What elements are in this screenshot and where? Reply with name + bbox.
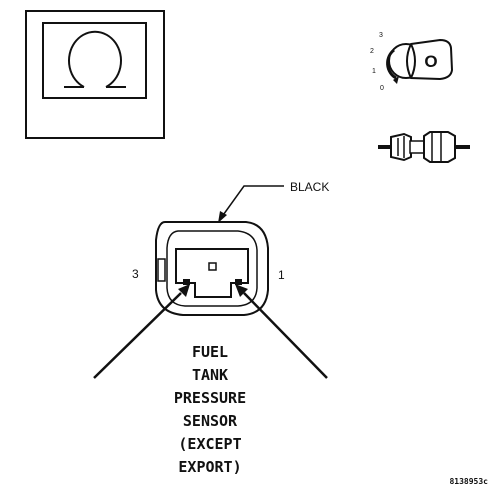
connector-face: 3 1 bbox=[132, 221, 285, 316]
title-line-5: (EXCEPT bbox=[178, 435, 241, 453]
pin-number-right: 1 bbox=[278, 268, 285, 282]
component-title: FUEL TANK PRESSURE SENSOR (EXCEPT EXPORT… bbox=[174, 343, 246, 476]
title-line-4: SENSOR bbox=[183, 412, 238, 430]
omega-symbol-icon bbox=[64, 30, 126, 88]
left-pointer-arrowhead bbox=[178, 284, 190, 297]
ignition-position-0: 0 bbox=[380, 85, 384, 92]
connector-pin-1-terminal bbox=[235, 279, 242, 285]
color-leader-line bbox=[220, 185, 284, 219]
color-leader-arrowhead bbox=[218, 211, 227, 223]
right-pointer-arrowhead bbox=[235, 284, 248, 297]
connector-mating-icon bbox=[378, 131, 470, 163]
pin-number-left: 3 bbox=[132, 267, 139, 281]
ignition-position-3: 3 bbox=[379, 32, 383, 39]
connector-pin-3-terminal bbox=[183, 279, 190, 285]
ignition-position-1: 1 bbox=[372, 68, 376, 75]
title-line-1: FUEL bbox=[192, 343, 228, 361]
ignition-key-icon: O bbox=[406, 38, 454, 81]
pin-pointer-arrows bbox=[93, 284, 328, 379]
right-pointer-line bbox=[243, 292, 328, 379]
figure-id: 8138953c bbox=[449, 477, 488, 486]
ignition-switch-icon: 3 2 1 0 O bbox=[370, 32, 454, 92]
ignition-position-2: 2 bbox=[370, 48, 374, 55]
meter-inner-window bbox=[42, 22, 147, 99]
connector-pin-cavity bbox=[175, 248, 249, 298]
connector-side-tab bbox=[157, 258, 166, 282]
connector-pin-2 bbox=[208, 262, 217, 271]
ohmmeter-symbol-icon bbox=[25, 10, 165, 139]
title-line-6: EXPORT) bbox=[178, 458, 241, 476]
title-line-2: TANK bbox=[192, 366, 228, 384]
key-label: O bbox=[424, 52, 437, 71]
connector-color-label: BLACK bbox=[290, 180, 329, 194]
title-line-3: PRESSURE bbox=[174, 389, 246, 407]
left-pointer-line bbox=[93, 292, 182, 379]
